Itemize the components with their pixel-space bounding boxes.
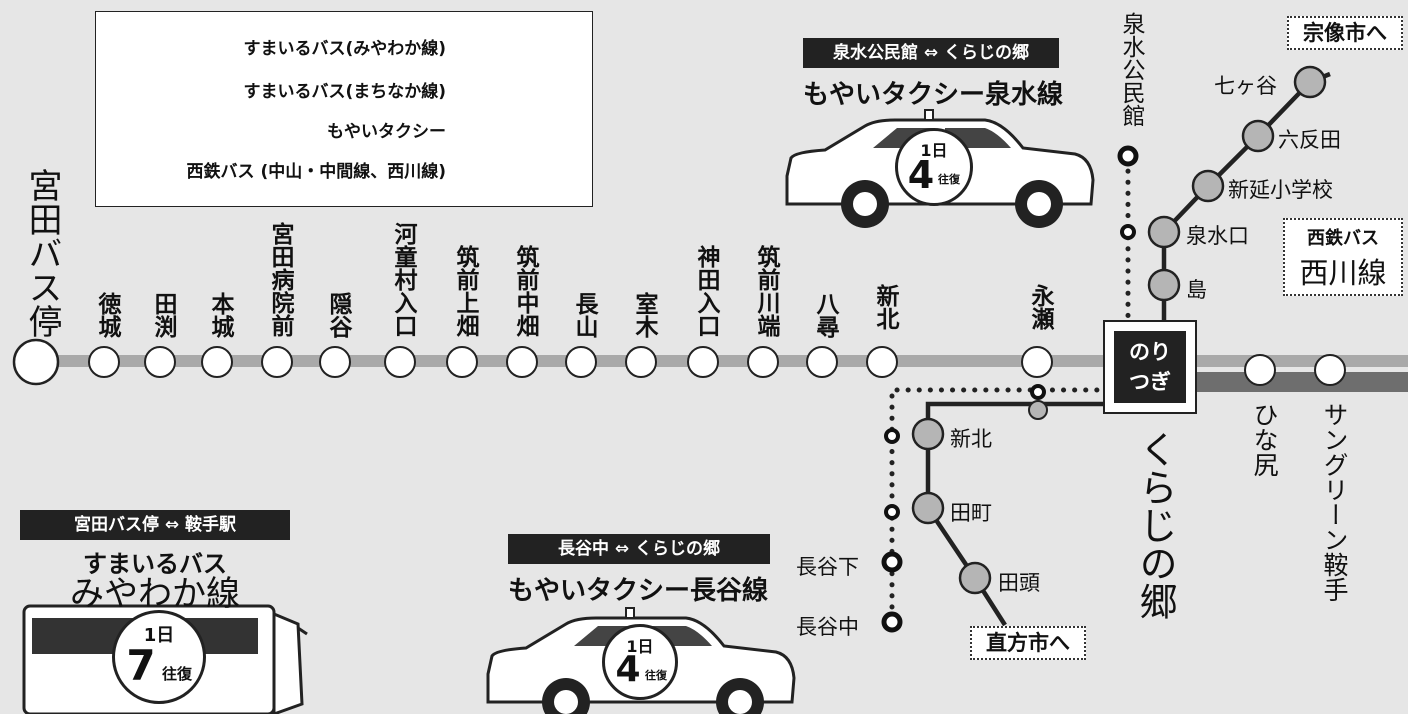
stop-label: 筑前上畑 [452,245,478,337]
badge-number: 4 [907,153,935,197]
stop-label: 室木 [631,292,657,338]
stop-label: 本城 [207,292,233,338]
nishikawa-line-name: 西川線 [1299,256,1387,290]
badge-number: 4 [615,649,641,690]
stop-nagayama [565,346,597,378]
stop-label: 永瀬 [1027,284,1053,330]
stop-label: 宮田病院前 [267,222,293,337]
stop-kanda [687,346,719,378]
badge-unit: 往復 [161,665,192,683]
badge-number: 7 [126,641,156,690]
stop-label: サングリーン鞍手 [1320,402,1349,602]
stop-label: 長谷下 [796,555,859,579]
stop-hinajiri [1244,354,1276,386]
hase-route-banner: 長谷中 ⇔ くらじの郷 [508,534,770,564]
legend-moyai-taxi: もやいタクシー [327,122,446,142]
to-munakata: 宗像市へ [1287,16,1403,50]
hub-name: くらじの郷 [1133,430,1177,620]
main-stops [12,338,1346,386]
nishikawa-line-box: 西鉄バス 西川線 [1283,218,1403,296]
miyawaka-route-name1: すまいるバス [83,550,227,578]
stop-label: 河童村入口 [390,222,416,337]
stop-miyata [12,338,60,386]
stop-label: 六反田 [1278,128,1341,152]
hase-trips-badge: 1日 4 往復 [602,624,678,700]
miyawaka-trips-badge: 1日 7 往復 [112,610,206,704]
miyawaka-line [30,355,1408,367]
stop-sungreen [1314,354,1346,386]
stop-yahiro [806,346,838,378]
stop-tokujo [88,346,120,378]
stop-label: 神田入口 [693,245,719,337]
stop-niikita [866,346,898,378]
hub-transfer-label: のりつぎ [1114,331,1186,403]
badge-unit: 往復 [938,173,960,186]
nishikawa-line-label: 西鉄バス [1307,228,1379,249]
stop-kamihata [446,346,478,378]
stop-nakahata [506,346,538,378]
hub-transfer-box: のりつぎ [1103,320,1197,414]
stop-kakuretani [319,346,351,378]
stop-label: ひな尻 [1250,402,1279,477]
stop-label-miyata: 宮田バス停 [22,168,62,338]
stop-label: 島 [1186,278,1207,302]
stop-label: 筑前中畑 [512,245,538,337]
nishitetsu-stops [911,65,1327,595]
badge-unit: 往復 [645,669,667,682]
stop-muroki [625,346,657,378]
taxi-hase-illustration [486,607,796,714]
izumi-trips-badge: 1日 4 往復 [895,128,973,206]
stop-nagase [1021,346,1053,378]
stop-label: 隠谷 [325,292,351,338]
stop-kawabata [747,346,779,378]
stop-tabuchi [144,346,176,378]
stop-label: 長山 [571,292,597,338]
stop-label: 田頭 [998,571,1040,595]
taxi-dotted-lines [889,157,1131,625]
stop-label: 筑前川端 [753,245,779,337]
to-nogata: 直方市へ [970,626,1086,660]
stop-label: 八尋 [812,292,838,338]
stop-label: 長谷中 [796,615,859,639]
badge-day: 1日 [143,625,175,646]
stop-label: 田町 [950,501,992,525]
legend-nishitetsu: 西鉄バス (中山・中間線、西川線) [186,162,446,182]
stop-honjo [201,346,233,378]
stop-label: 徳城 [94,292,120,338]
stop-label: 泉水公民館 [1118,12,1144,127]
badge-day: 1日 [626,637,654,656]
izumi-route-banner: 泉水公民館 ⇔ くらじの郷 [803,38,1059,68]
stop-label: 新北 [950,427,992,451]
stop-label: 七ヶ谷 [1214,74,1277,98]
stop-label: 新延小学校 [1228,178,1333,202]
stop-label: 泉水口 [1186,224,1249,248]
taxi-stops [881,145,1139,633]
legend-miyawaka: すまいるバス(みやわか線) [243,39,446,59]
stop-label: 新北 [872,284,898,330]
miyawaka-route-banner: 宮田バス停 ⇔ 鞍手駅 [20,510,290,540]
hase-route-name: もやいタクシー長谷線 [507,576,768,606]
stop-label: 田渕 [150,292,176,338]
stop-kappamura [384,346,416,378]
izumi-route-name: もやいタクシー泉水線 [803,80,1064,110]
miyawaka-route-name2: みやわか線 [70,574,240,614]
badge-day: 1日 [920,141,948,160]
stop-hospital [261,346,293,378]
legend: すまいるバス(みやわか線) すまいるバス(まちなか線) もやいタクシー 西鉄バス… [95,11,593,207]
legend-machinaka: すまいるバス(まちなか線) [243,82,446,102]
